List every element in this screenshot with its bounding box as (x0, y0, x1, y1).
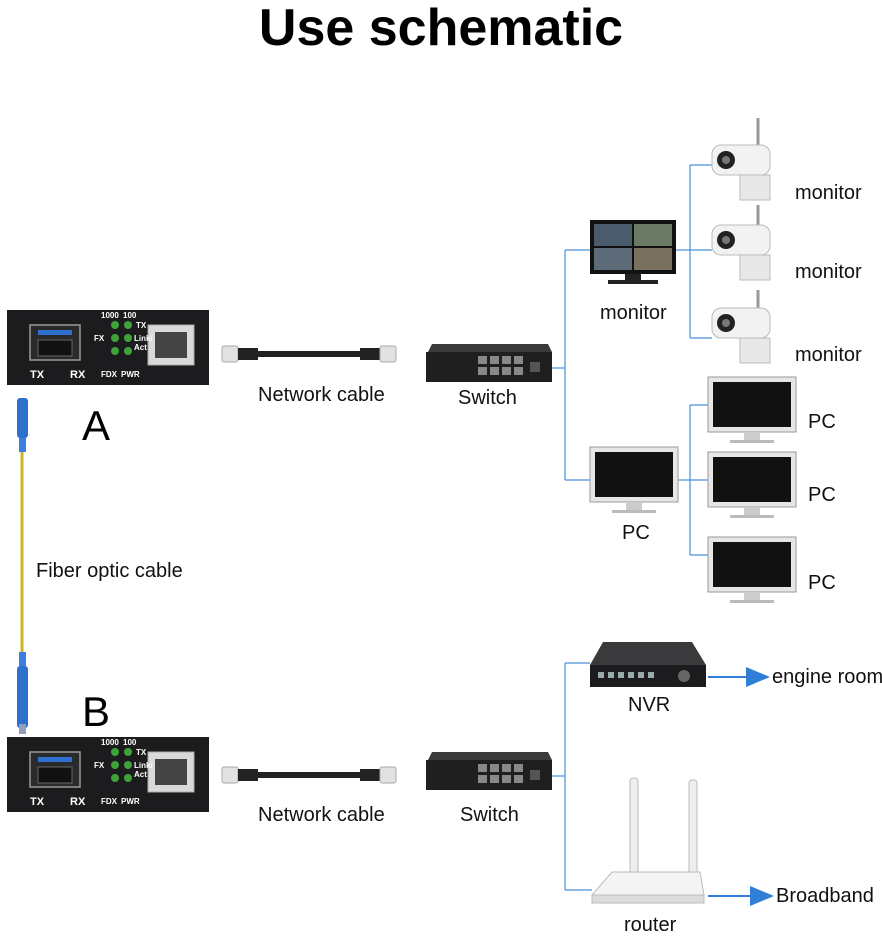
pc-1 (707, 376, 797, 443)
led-pwr-label: PWR (121, 370, 140, 379)
switch-a (426, 344, 552, 382)
camera-2-label: monitor (795, 261, 862, 283)
network-cable-b (221, 766, 397, 784)
pc-main-label: PC (622, 522, 650, 544)
fiber-cable-label: Fiber optic cable (36, 560, 183, 582)
led-link-label: Link/ (134, 761, 153, 770)
switch-b (426, 752, 552, 790)
camera-2 (711, 205, 771, 281)
network-cable-b-label: Network cable (258, 804, 385, 826)
led-speed-1000: 1000 (101, 738, 119, 747)
side-a-label: A (82, 402, 111, 449)
side-b-label: B (82, 688, 111, 735)
engine-room-label: engine room (772, 666, 882, 688)
led-fdx-label: FDX (101, 797, 117, 806)
monitor-label: monitor (600, 302, 667, 324)
led-link-label: Link/ (134, 334, 153, 343)
media-converter-b (7, 737, 209, 812)
led-fx-label: FX (94, 761, 105, 770)
nvr-label: NVR (628, 694, 671, 716)
camera-3 (711, 290, 771, 364)
router-label: router (624, 914, 677, 936)
router-device (590, 777, 705, 904)
page-title: Use schematic (258, 0, 624, 57)
nvr-device (590, 642, 706, 687)
pc-main (589, 446, 679, 513)
pc-3 (707, 536, 797, 603)
port-tx-label: TX (30, 796, 45, 808)
connection-lines (550, 164, 712, 891)
led-act-label: Act (134, 770, 147, 779)
switch-a-label: Switch (458, 387, 517, 409)
fiber-optic-cable (17, 398, 28, 734)
led-fx-label: FX (94, 334, 105, 343)
switch-b-label: Switch (460, 804, 519, 826)
led-fdx-label: FDX (101, 370, 117, 379)
pc-3-label: PC (808, 572, 836, 594)
led-speed-100: 100 (123, 311, 137, 320)
pc-1-label: PC (808, 411, 836, 433)
media-converter-a (7, 310, 209, 385)
camera-1-label: monitor (795, 182, 862, 204)
led-pwr-label: PWR (121, 797, 140, 806)
pc-2-label: PC (808, 484, 836, 506)
led-speed-1000: 1000 (101, 311, 119, 320)
network-cable-a (221, 345, 397, 363)
port-rx-label: RX (70, 796, 86, 808)
led-tx-label: TX (136, 321, 147, 330)
led-act-label: Act (134, 343, 147, 352)
pc-2 (707, 451, 797, 518)
camera-1 (711, 118, 771, 201)
network-cable-a-label: Network cable (258, 384, 385, 406)
camera-3-label: monitor (795, 344, 862, 366)
port-tx-label: TX (30, 369, 45, 381)
led-speed-100: 100 (123, 738, 137, 747)
port-rx-label: RX (70, 369, 86, 381)
broadband-label: Broadband (776, 885, 874, 907)
surveillance-monitor (590, 220, 676, 284)
led-tx-label: TX (136, 748, 147, 757)
